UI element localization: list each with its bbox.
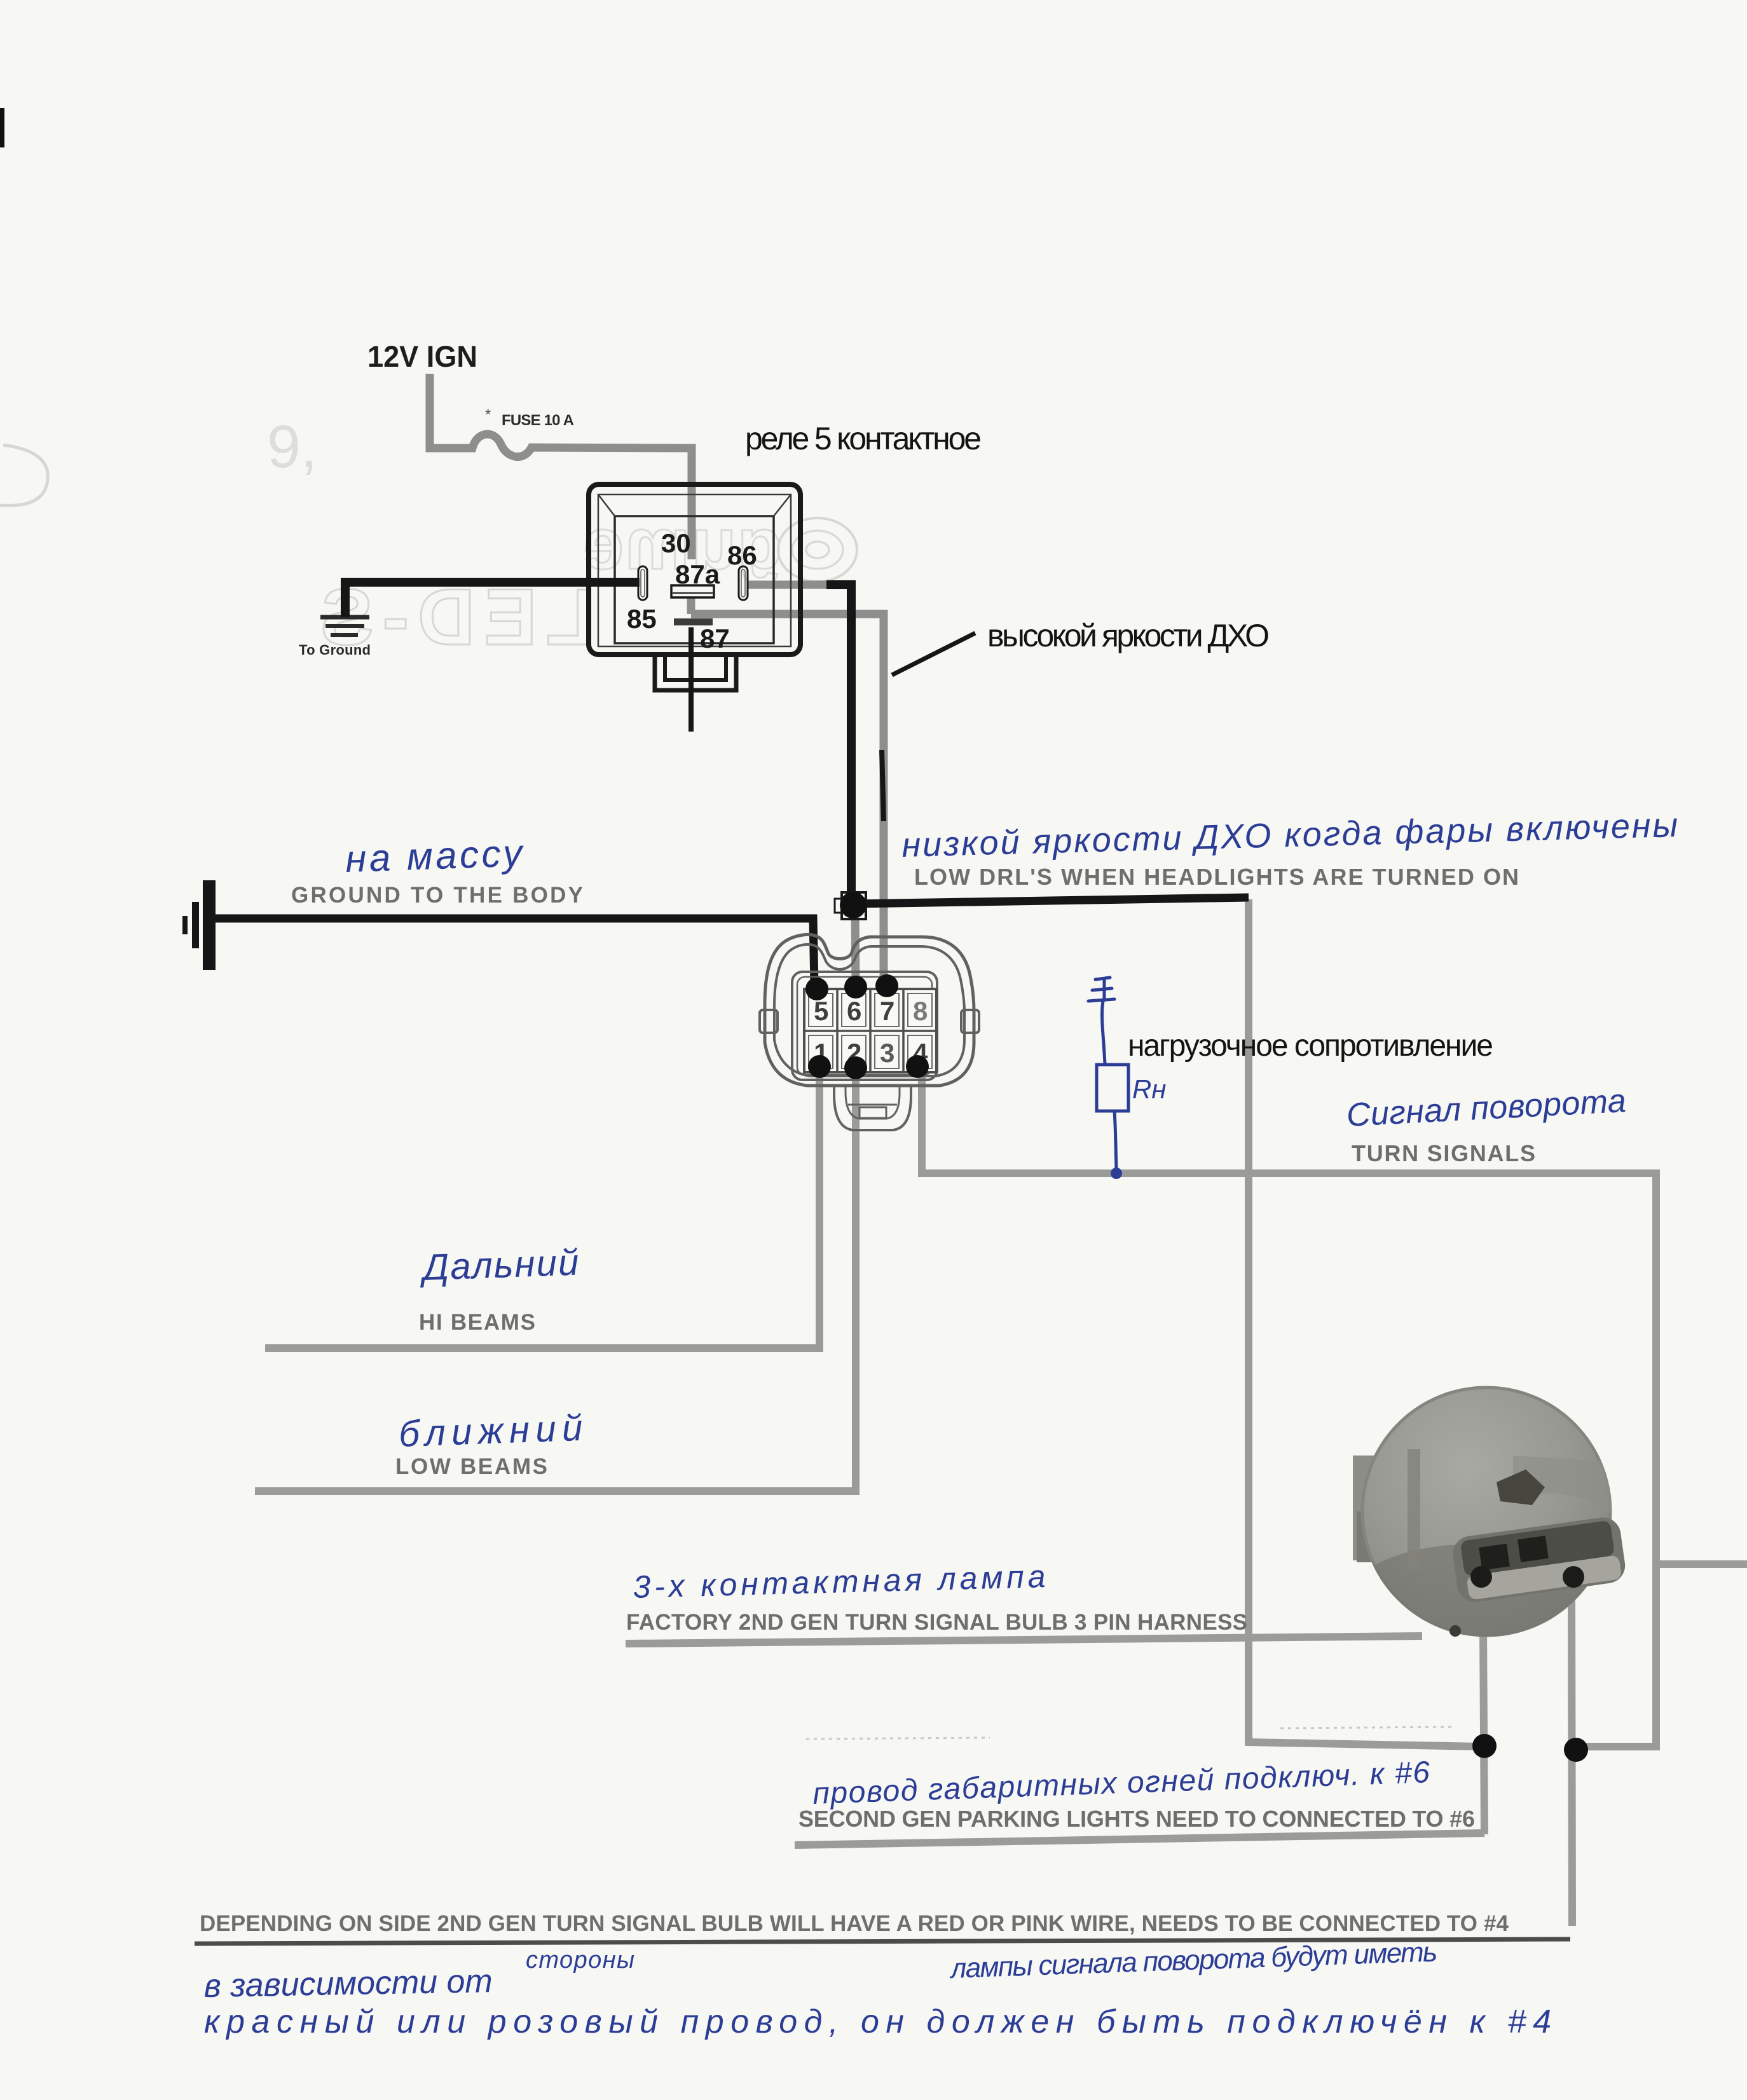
svg-text:ближний: ближний xyxy=(398,1407,583,1455)
svg-text:LOW BEAMS: LOW BEAMS xyxy=(395,1454,547,1479)
svg-text:30: 30 xyxy=(661,528,691,558)
svg-text:12V IGN: 12V IGN xyxy=(367,339,477,373)
svg-text:7: 7 xyxy=(880,996,894,1026)
svg-text:SECOND GEN PARKING LIGHTS NEED: SECOND GEN PARKING LIGHTS NEED TO CONNEC… xyxy=(798,1806,1475,1832)
svg-text:6: 6 xyxy=(847,996,861,1026)
svg-text:в зависимости от: в зависимости от xyxy=(203,1963,493,2005)
svg-text:высокой яркости ДХО: высокой яркости ДХО xyxy=(987,618,1270,653)
svg-text:85: 85 xyxy=(627,604,657,634)
svg-text:8: 8 xyxy=(913,996,928,1026)
svg-text:нагрузочное сопротивление: нагрузочное сопротивление xyxy=(1128,1029,1493,1063)
svg-text:87: 87 xyxy=(700,624,730,653)
svg-text:красный или розовый провод, он: красный или розовый провод, он должен бы… xyxy=(204,2003,1551,2040)
svg-text:HI BEAMS: HI BEAMS xyxy=(419,1310,535,1335)
svg-text:FUSE 10 A: FUSE 10 A xyxy=(502,412,574,429)
svg-text:DEPENDING ON SIDE 2ND GEN TURN: DEPENDING ON SIDE 2ND GEN TURN SIGNAL BU… xyxy=(200,1911,1509,1936)
svg-text:стороны: стороны xyxy=(526,1947,634,1974)
svg-text:5: 5 xyxy=(814,996,828,1026)
svg-text:3: 3 xyxy=(880,1038,894,1068)
svg-text:LOW DRL'S WHEN HEADLIGHTS ARE: LOW DRL'S WHEN HEADLIGHTS ARE TURNED ON xyxy=(914,864,1519,890)
svg-text:реле 5 контактное: реле 5 контактное xyxy=(745,421,982,456)
svg-text:Rн: Rн xyxy=(1132,1074,1166,1104)
svg-text:GROUND TO THE BODY: GROUND TO THE BODY xyxy=(291,883,583,908)
svg-text:To Ground: To Ground xyxy=(299,642,371,658)
svg-text:TURN SIGNALS: TURN SIGNALS xyxy=(1352,1140,1535,1166)
svg-text:*: * xyxy=(485,406,491,423)
svg-text:86: 86 xyxy=(727,540,757,570)
svg-text:87a: 87a xyxy=(675,559,720,589)
svg-text:FACTORY 2ND GEN TURN SIGNAL BU: FACTORY 2ND GEN TURN SIGNAL BULB 3 PIN H… xyxy=(626,1610,1247,1635)
svg-text:Дальний: Дальний xyxy=(418,1241,579,1288)
svg-text:9,: 9, xyxy=(267,413,317,481)
